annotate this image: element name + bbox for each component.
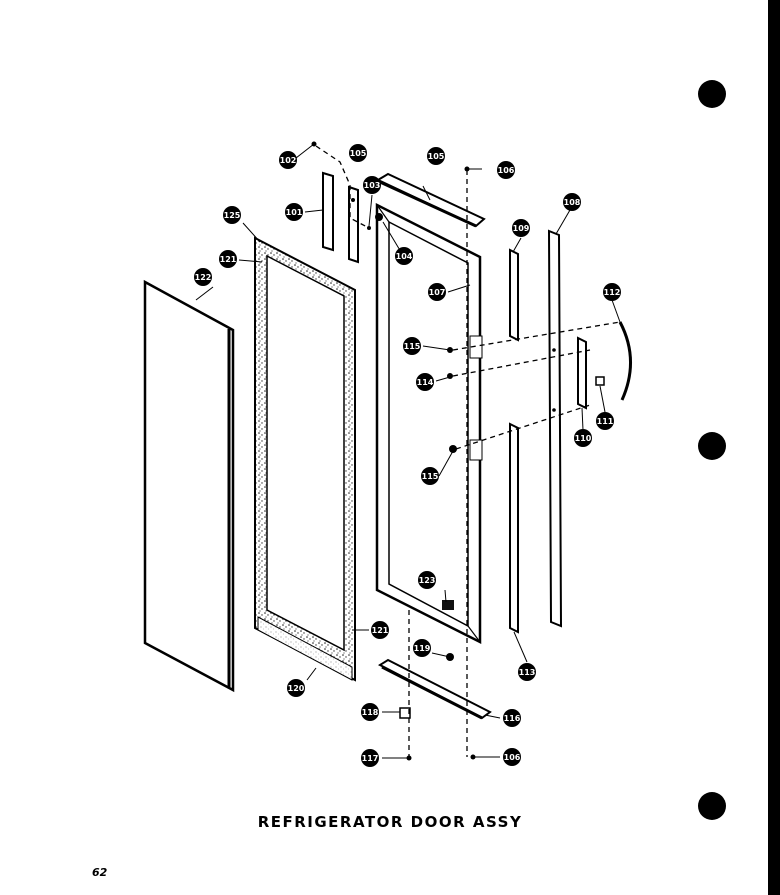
callout-123: 123 [418, 571, 436, 589]
svg-text:109: 109 [513, 224, 530, 233]
callout-125: 125 [223, 206, 241, 224]
callout-114: 114 [416, 373, 434, 391]
hinge-strips [322, 171, 359, 264]
leader-lines [195, 143, 621, 759]
callout-105: 105 [349, 144, 367, 162]
callout-106: 106 [497, 161, 515, 179]
callout-101: 101 [285, 203, 303, 221]
callout-107: 107 [428, 283, 446, 301]
svg-text:113: 113 [519, 668, 536, 677]
svg-text:120: 120 [288, 684, 305, 693]
svg-text:106: 106 [504, 753, 521, 762]
callout-104: 104 [395, 247, 413, 265]
svg-text:115: 115 [422, 472, 439, 481]
callout-108: 108 [563, 193, 581, 211]
svg-text:104: 104 [396, 252, 413, 261]
svg-text:116: 116 [504, 714, 521, 723]
part-callouts: 102 105 105 106 101 103 104 109 108 125 … [194, 144, 621, 767]
label-plate [442, 600, 454, 610]
page-number: 62 [92, 866, 108, 879]
callout-115: 115 [421, 467, 439, 485]
bottom-bracket [377, 658, 492, 720]
svg-text:121: 121 [220, 255, 237, 264]
callout-119: 119 [413, 639, 431, 657]
callout-120: 120 [287, 679, 305, 697]
callout-103: 103 [363, 176, 381, 194]
dashed-assembly-lines [315, 145, 621, 758]
callout-102: 102 [279, 151, 297, 169]
callout-109: 109 [512, 219, 530, 237]
svg-text:121: 121 [372, 626, 389, 635]
diagram-caption: REFRIGERATOR DOOR ASSY [257, 813, 523, 831]
side-strips [509, 229, 563, 634]
svg-text:119: 119 [414, 644, 431, 653]
door-gasket-frame [254, 236, 356, 682]
outer-door-panel [143, 279, 235, 693]
svg-text:125: 125 [224, 211, 241, 220]
handle-assembly [577, 321, 632, 410]
callout-117: 117 [361, 749, 379, 767]
callout-105: 105 [427, 147, 445, 165]
callout-118: 118 [361, 703, 379, 721]
svg-text:114: 114 [417, 378, 434, 387]
punch-hole-middle [698, 432, 726, 460]
svg-text:117: 117 [362, 754, 379, 763]
svg-text:106: 106 [498, 166, 515, 175]
svg-text:112: 112 [604, 288, 621, 297]
top-hinge-bracket [375, 172, 486, 228]
svg-text:108: 108 [564, 198, 581, 207]
svg-text:102: 102 [280, 156, 297, 165]
callout-113: 113 [518, 663, 536, 681]
inner-door-liner [375, 202, 483, 645]
punch-hole-top [698, 80, 726, 108]
callout-111: 111 [596, 412, 614, 430]
callout-112: 112 [603, 283, 621, 301]
svg-text:107: 107 [429, 288, 446, 297]
svg-text:103: 103 [364, 181, 381, 190]
svg-text:110: 110 [575, 434, 592, 443]
svg-text:115: 115 [404, 342, 421, 351]
callout-106: 106 [503, 748, 521, 766]
callout-116: 116 [503, 709, 521, 727]
svg-text:105: 105 [350, 149, 367, 158]
callout-121: 121 [371, 621, 389, 639]
binder-edge [698, 0, 780, 895]
svg-text:111: 111 [597, 417, 614, 426]
callout-115: 115 [403, 337, 421, 355]
svg-text:101: 101 [286, 208, 303, 217]
svg-text:105: 105 [428, 152, 445, 161]
svg-text:123: 123 [419, 576, 436, 585]
svg-text:122: 122 [195, 273, 212, 282]
punch-hole-bottom [698, 792, 726, 820]
callout-110: 110 [574, 429, 592, 447]
callout-121: 121 [219, 250, 237, 268]
svg-text:118: 118 [362, 708, 379, 717]
callout-122: 122 [194, 268, 212, 286]
